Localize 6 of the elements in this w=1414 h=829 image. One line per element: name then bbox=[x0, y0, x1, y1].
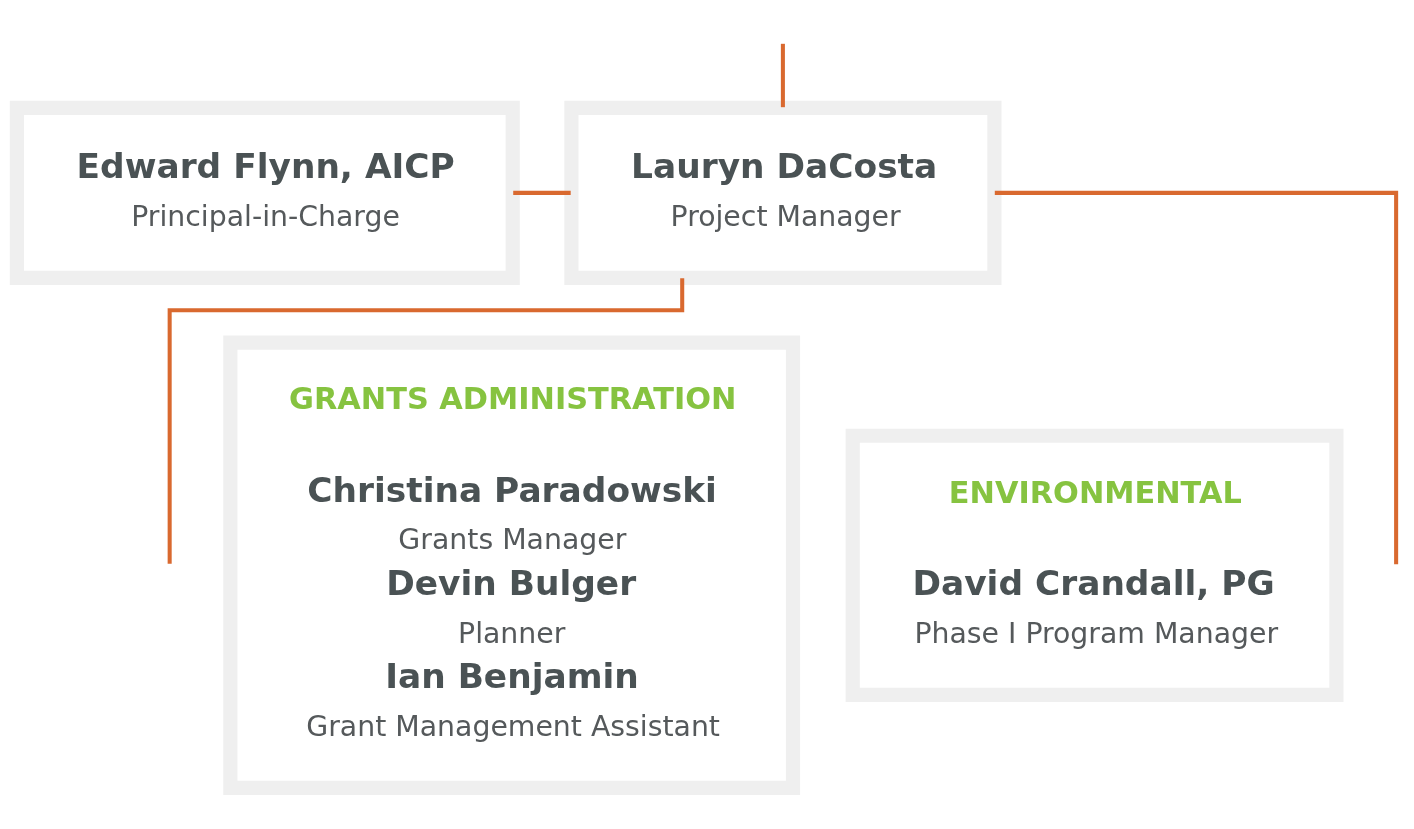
node-box: Lauryn DaCosta Project Manager bbox=[564, 100, 1002, 285]
connector bbox=[780, 43, 785, 108]
connector bbox=[513, 190, 571, 195]
connector bbox=[167, 278, 685, 564]
node-box: Edward Flynn, AICP Principal-in-Charge bbox=[9, 100, 520, 285]
connector bbox=[994, 190, 1399, 565]
